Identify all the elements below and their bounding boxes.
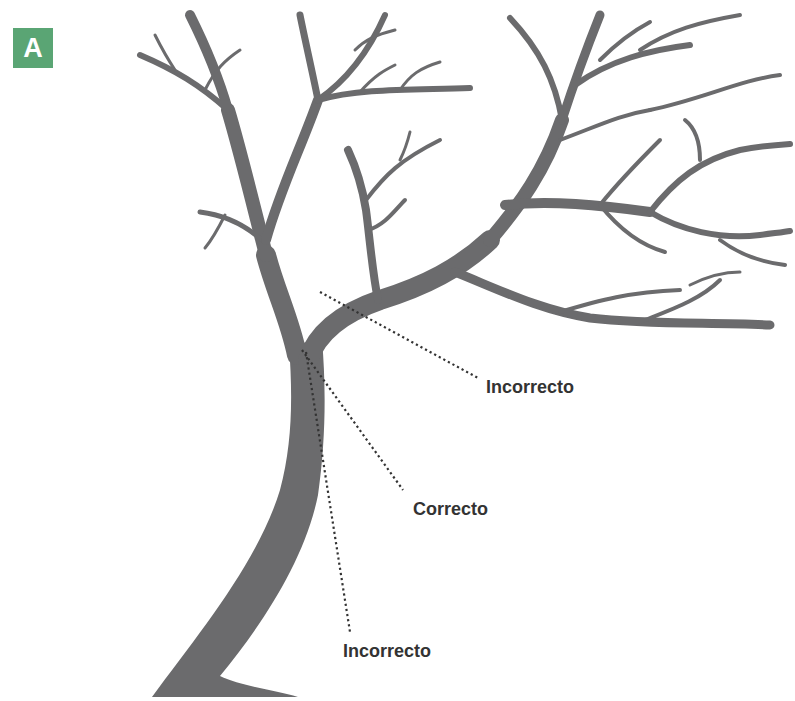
branch (490, 120, 562, 240)
leader-line (320, 292, 478, 378)
twig (600, 22, 650, 60)
branch (348, 150, 378, 300)
twig (400, 62, 440, 90)
twig (155, 35, 175, 70)
twig (640, 280, 720, 322)
branch (228, 110, 266, 255)
branch (510, 18, 562, 120)
branch (200, 212, 262, 240)
twig (355, 30, 395, 50)
twig (600, 140, 660, 205)
branch (140, 55, 228, 110)
branch (300, 15, 318, 100)
leader-lines (302, 292, 478, 632)
twig (560, 110, 650, 140)
twig (368, 200, 405, 230)
twig (205, 215, 225, 248)
trunk (152, 340, 325, 697)
callout-label: Incorrecto (484, 378, 576, 398)
twig (560, 290, 680, 312)
twig (360, 65, 395, 92)
twig (640, 15, 740, 50)
leader-line (306, 352, 350, 632)
branch (650, 212, 790, 236)
callout-label: Incorrecto (341, 642, 433, 662)
twig (366, 140, 440, 200)
twig (400, 132, 410, 160)
branch (455, 272, 770, 325)
tree (140, 15, 790, 697)
twig (205, 50, 240, 90)
branch (318, 88, 470, 100)
badge-letter: A (23, 35, 43, 62)
branch (266, 255, 297, 355)
twig (600, 205, 665, 252)
twig (650, 75, 780, 110)
twig (690, 272, 740, 285)
branch (505, 203, 650, 212)
branch (266, 100, 318, 240)
branch (318, 15, 385, 100)
branch (562, 15, 600, 120)
callout-label: Correcto (411, 500, 490, 520)
twig (720, 240, 785, 265)
branch (575, 45, 690, 85)
letter-badge: A (13, 28, 53, 68)
twig (685, 120, 700, 160)
branch (650, 144, 790, 212)
